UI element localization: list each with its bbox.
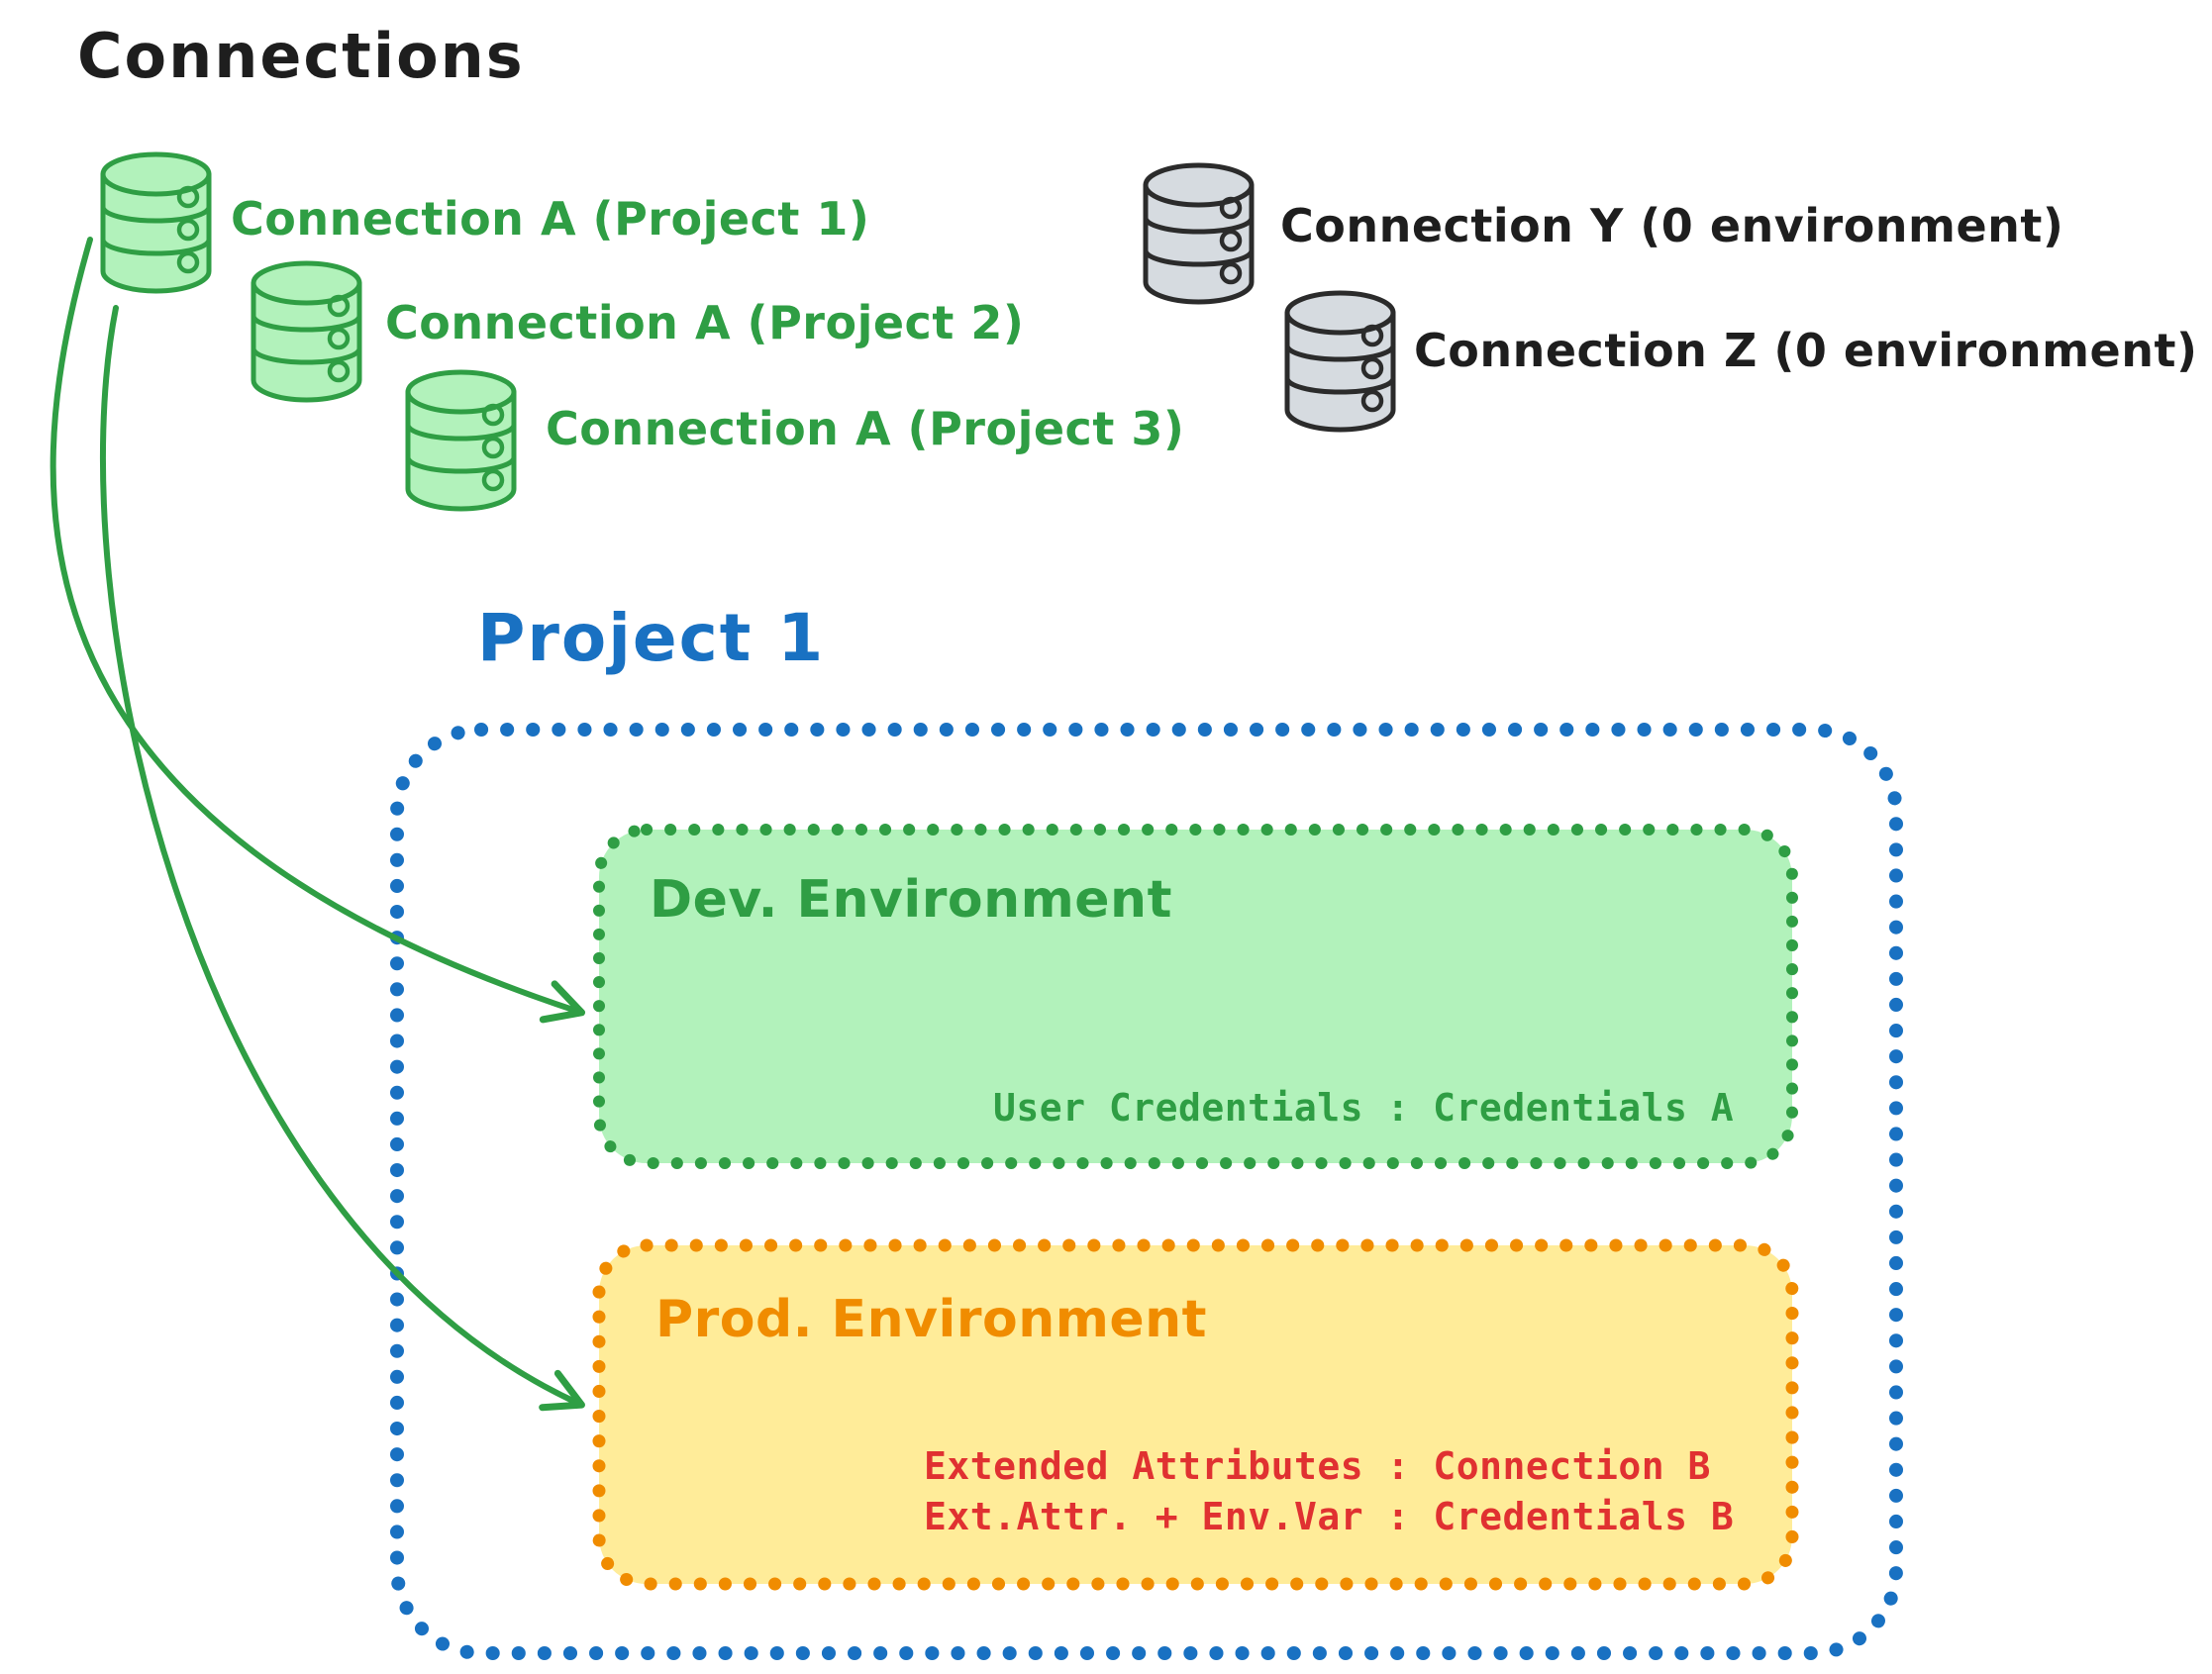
project-1-title: Project 1 [477, 600, 826, 676]
connection-y-label: Connection Y (0 environment) [1280, 199, 2064, 252]
prod-extended-attributes-mapping: Extended Attributes : Connection B [924, 1444, 1711, 1488]
connection-a-project-3-label: Connection A (Project 3) [546, 402, 1185, 455]
project-1-box [390, 723, 1903, 1660]
connection-a-project-2-label: Connection A (Project 2) [385, 296, 1025, 349]
dev-credentials-mapping: User Credentials : Credentials A [993, 1086, 1735, 1130]
database-icon-connection-y [1146, 165, 1252, 302]
connection-z-label: Connection Z (0 environment) [1414, 324, 2198, 377]
database-icon-connection-a-project-1 [103, 154, 209, 291]
connection-a-project-1-label: Connection A (Project 1) [231, 192, 870, 246]
dev-environment-box [593, 824, 1798, 1169]
database-icon-connection-a-project-3 [408, 372, 514, 509]
connections-title: Connections [77, 20, 525, 92]
prod-environment-title: Prod. Environment [655, 1290, 1208, 1349]
arrow-to-dev-environment [50, 237, 586, 1024]
arrow-to-prod-environment [99, 305, 585, 1412]
dev-environment-title: Dev. Environment [650, 870, 1172, 930]
prod-environment-box [592, 1238, 1799, 1591]
prod-ext-attr-env-var-mapping: Ext.Attr. + Env.Var : Credentials B [924, 1495, 1735, 1538]
database-icon-connection-z [1287, 293, 1393, 430]
database-icon-connection-a-project-2 [253, 263, 359, 400]
